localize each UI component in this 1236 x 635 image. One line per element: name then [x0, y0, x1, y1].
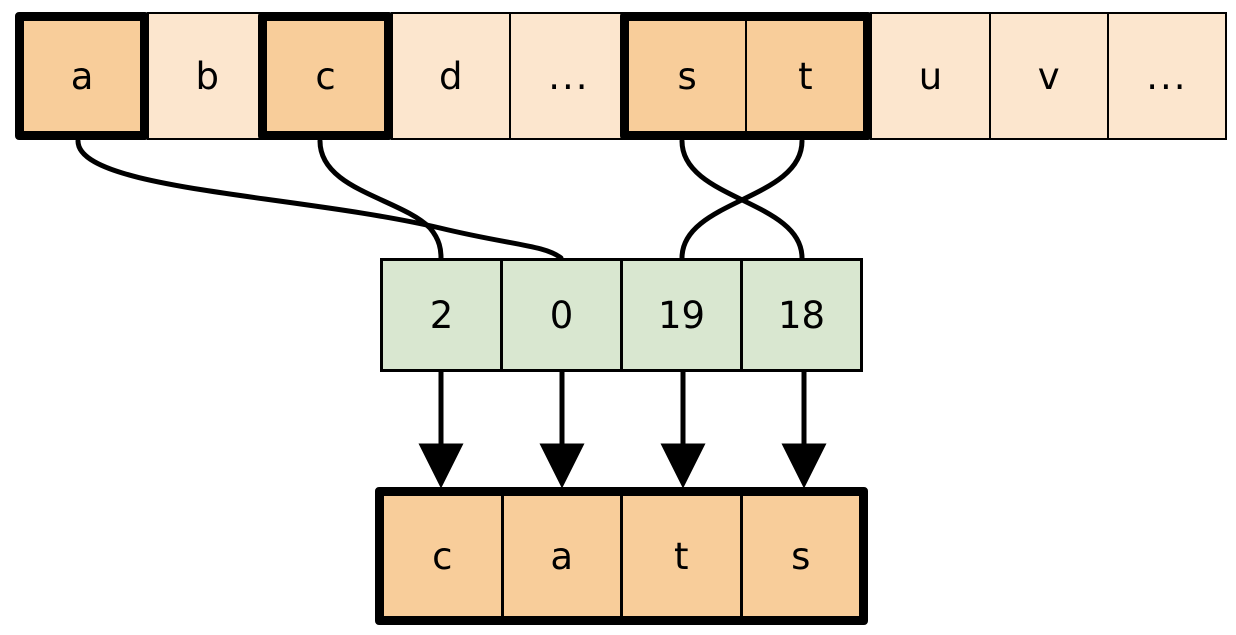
index-cell-0[interactable]: 2 [380, 258, 503, 372]
alphabet-array: a b c d ... s t u v ... [15, 12, 1228, 140]
alphabet-cell-label: c [315, 54, 336, 98]
alphabet-cell-label: t [798, 54, 813, 98]
alphabet-cell-d[interactable]: d [390, 12, 511, 140]
alphabet-cell-s[interactable]: s [620, 12, 748, 140]
alphabet-cell-label: u [918, 54, 943, 98]
index-cell-3[interactable]: 18 [740, 258, 863, 372]
index-cell-label: 18 [777, 293, 826, 337]
result-cell-1[interactable]: a [503, 496, 623, 616]
alphabet-cell-v[interactable]: v [988, 12, 1109, 140]
alphabet-cell-label: v [1037, 54, 1060, 98]
result-cell-label: t [673, 534, 689, 578]
alphabet-cell-b[interactable]: b [147, 12, 268, 140]
alphabet-cell-label: ... [1146, 54, 1188, 98]
alphabet-cell-t[interactable]: t [745, 12, 873, 140]
result-cell-label: c [432, 534, 453, 578]
index-cell-2[interactable]: 19 [620, 258, 743, 372]
index-cell-label: 2 [429, 293, 454, 337]
index-cell-label: 0 [549, 293, 574, 337]
alphabet-cell-ellipsis-1[interactable]: ... [508, 12, 630, 140]
connector-t-to-19 [679, 138, 805, 261]
alphabet-cell-label: s [677, 54, 697, 98]
result-cell-0[interactable]: c [384, 496, 504, 616]
alphabet-cell-u[interactable]: u [870, 12, 991, 140]
alphabet-cell-a[interactable]: a [15, 12, 150, 140]
result-cell-2[interactable]: t [623, 496, 743, 616]
index-cell-1[interactable]: 0 [500, 258, 623, 372]
result-cell-3[interactable]: s [742, 496, 859, 616]
index-array: 2 0 19 18 [380, 258, 863, 372]
alphabet-cell-label: d [438, 54, 463, 98]
index-cell-label: 19 [657, 293, 706, 337]
alphabet-cell-label: ... [548, 54, 590, 98]
result-cell-label: a [550, 534, 574, 578]
alphabet-cell-c[interactable]: c [258, 12, 393, 140]
alphabet-cell-ellipsis-2[interactable]: ... [1106, 12, 1228, 140]
alphabet-cell-label: a [70, 54, 94, 98]
result-cell-label: s [791, 534, 811, 578]
connector-a-to-0 [75, 138, 564, 261]
result-array: c a t s [375, 487, 868, 625]
connector-c-to-2 [317, 138, 444, 261]
alphabet-cell-label: b [195, 54, 220, 98]
